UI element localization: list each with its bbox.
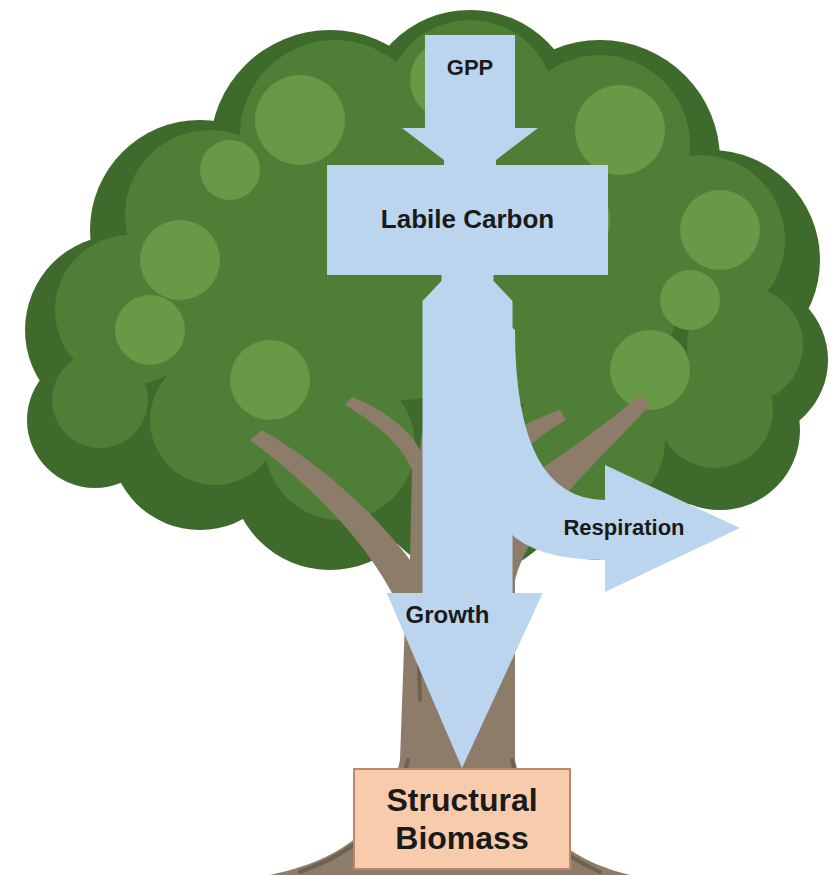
pool-box: Labile Carbon <box>327 165 608 275</box>
node-text: Labile Carbon <box>381 204 554 235</box>
edge-label: Growth <box>406 601 490 630</box>
biomass-box: Structural Biomass <box>353 768 571 870</box>
flux-label: Respiration <box>563 515 684 541</box>
node-text: Structural Biomass <box>365 781 559 858</box>
gpp-arrow <box>402 35 538 170</box>
growth-arrow <box>387 273 543 768</box>
flux-label: GPP <box>447 55 493 81</box>
respiration-arrow <box>492 320 740 592</box>
